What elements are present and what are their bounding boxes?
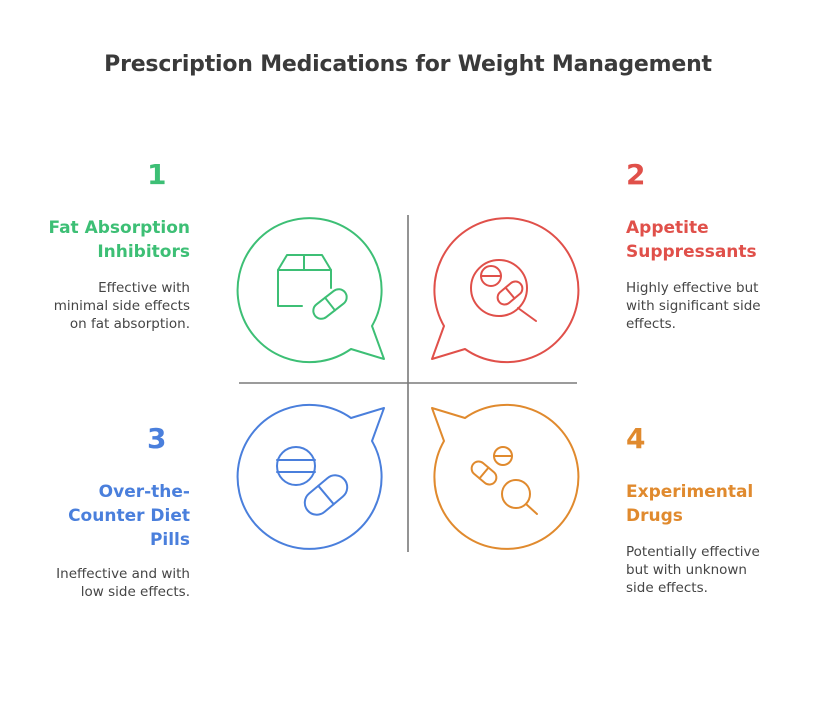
item-3-description: Ineffective and with low side effects. <box>20 565 190 601</box>
item-2-desc-line: Highly effective but <box>626 280 759 296</box>
item-4-heading-line: Drugs <box>626 506 683 526</box>
item-3-heading-line: Over-the- <box>98 482 190 502</box>
item-4-desc-line: side effects. <box>626 580 708 596</box>
pills-search-icon <box>470 446 538 515</box>
item-1-heading-line: Inhibitors <box>97 242 190 262</box>
item-3-heading-line: Pills <box>149 530 190 550</box>
item-4-description: Potentially effective but with unknown s… <box>626 543 796 597</box>
tablet-and-capsule-icon <box>276 446 349 516</box>
item-4-number: 4 <box>626 422 646 455</box>
item-2-number: 2 <box>626 158 646 191</box>
item-3-heading: Over-the- Counter Diet Pills <box>10 480 190 552</box>
item-3-heading-line: Counter Diet <box>68 506 190 526</box>
item-4-desc-line: Potentially effective <box>626 544 760 560</box>
item-2-desc-line: with significant side <box>626 298 761 314</box>
item-3-desc-line: low side effects. <box>80 584 190 600</box>
page-title: Prescription Medications for Weight Mana… <box>104 52 712 77</box>
speech-bubble-4 <box>431 403 580 550</box>
item-4-heading: Experimental Drugs <box>626 480 806 528</box>
item-3-number: 3 <box>147 422 167 455</box>
item-1-desc-line: minimal side effects <box>53 298 190 314</box>
item-2-heading: Appetite Suppressants <box>626 216 806 264</box>
item-2-heading-line: Suppressants <box>626 242 757 262</box>
speech-bubble-3 <box>236 403 385 550</box>
item-2-heading-line: Appetite <box>626 218 709 238</box>
speech-bubble-2 <box>431 217 580 364</box>
item-1-number: 1 <box>147 158 167 191</box>
item-2-description: Highly effective but with significant si… <box>626 279 796 333</box>
pills-magnifier-icon <box>470 259 537 322</box>
item-2-desc-line: effects. <box>626 316 676 332</box>
item-1-heading-line: Fat Absorption <box>48 218 190 238</box>
item-1-description: Effective with minimal side effects on f… <box>20 279 190 333</box>
item-1-desc-line: Effective with <box>98 280 190 296</box>
box-and-pill-icon <box>277 254 348 320</box>
item-4-desc-line: but with unknown <box>626 562 747 578</box>
item-1-desc-line: on fat absorption. <box>69 316 190 332</box>
item-3-desc-line: Ineffective and with <box>56 566 190 582</box>
item-4-heading-line: Experimental <box>626 482 754 502</box>
item-1-heading: Fat Absorption Inhibitors <box>10 216 190 264</box>
speech-bubble-1 <box>236 217 385 364</box>
